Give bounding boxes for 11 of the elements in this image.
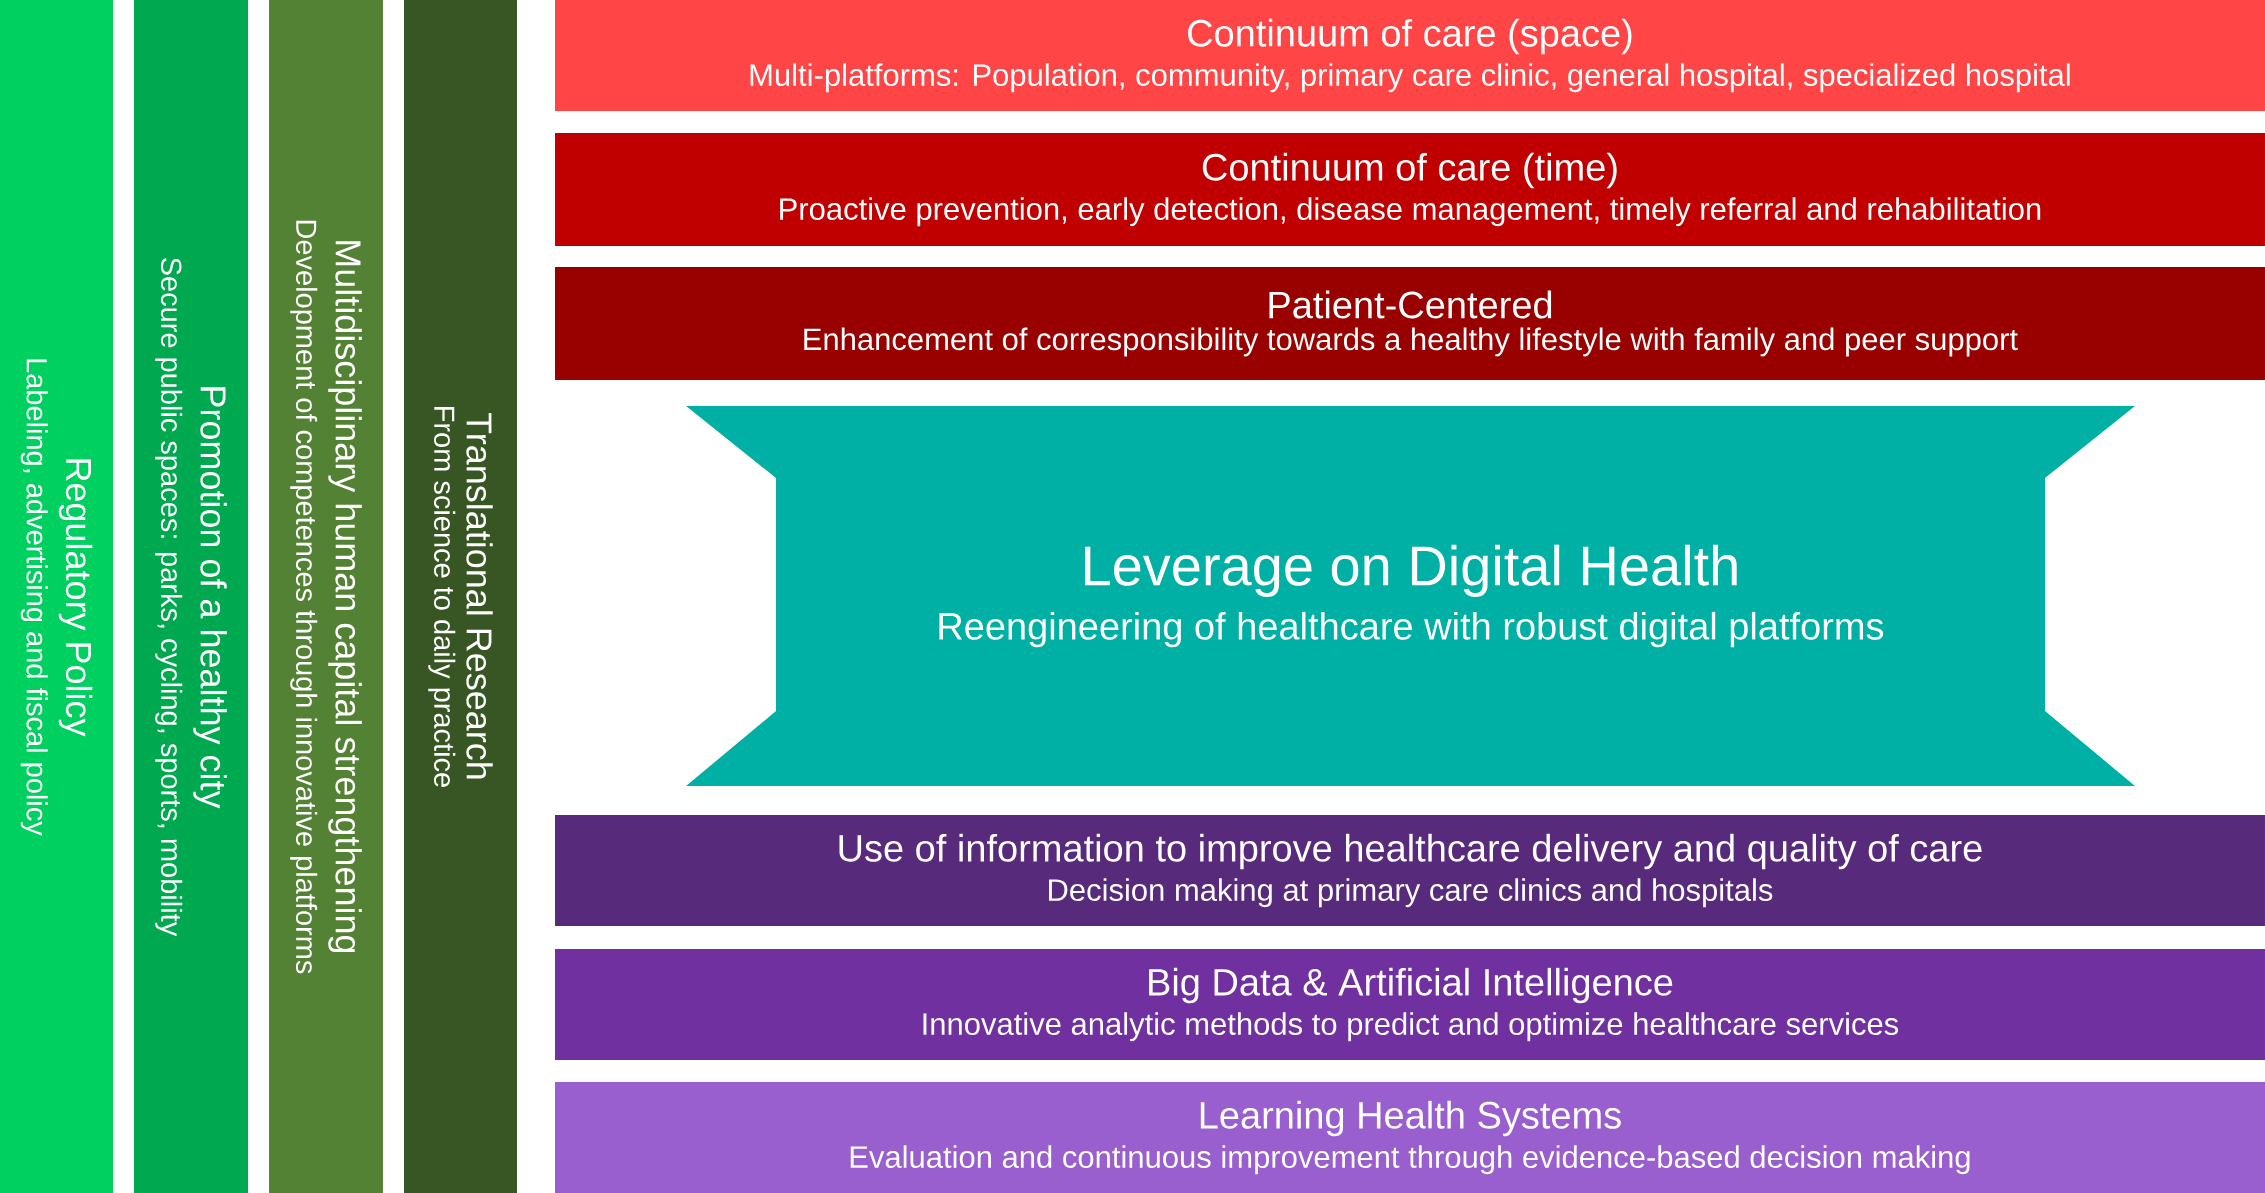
pillar-band: Promotion of a healthy city Secure public spaces: parks, cycling, sports, mobility	[134, 0, 248, 1193]
banner-bar: Big Data & Artificial Intelligence Innovative analytic methods to predict and optimize healthcare services	[555, 949, 2265, 1060]
pillar-band: Regulatory Policy Labeling, advertising and fiscal policy	[0, 0, 113, 1193]
pillar-band: Multidisciplinary human capital strengthening Development of competences through innovative platforms	[269, 0, 383, 1193]
banner-bar: Use of information to improve healthcare delivery and quality of care Decision making at primary care clinics and hospitals	[555, 815, 2265, 926]
banner-bar: Patient-Centered Enhancement of corresponsibility towards a healthy lifestyle with family and peer support	[555, 267, 2265, 380]
pillar-band: Translational Research From science to daily practice	[404, 0, 517, 1193]
banner-bar: Continuum of care (time) Proactive prevention, early detection, disease management, timely referral and rehabilitation	[555, 133, 2265, 246]
banner-bar: Continuum of care (space) Multi-platforms: Population, community, primary care clinic, general hospital, specialized hospital	[555, 0, 2265, 111]
ribbon-banner: Leverage on Digital Health Reengineering of healthcare with robust digital platforms	[686, 406, 2135, 786]
banner-bar: Learning Health Systems Evaluation and continuous improvement through evidence-based decision making	[555, 1082, 2265, 1193]
